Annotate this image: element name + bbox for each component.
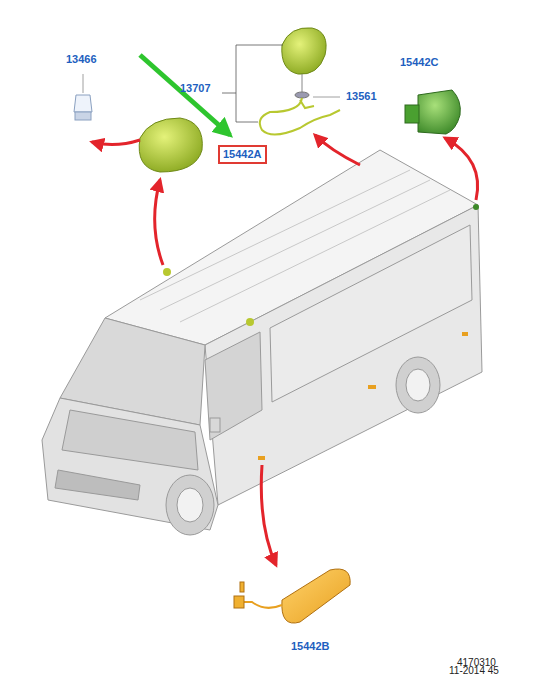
callout-number: 13561 xyxy=(346,90,377,103)
callout-number: 15442B xyxy=(291,640,330,653)
callout-number: 13707 xyxy=(180,82,211,95)
bracket xyxy=(222,45,283,122)
roof-lamp-lens xyxy=(139,118,202,172)
highlight-box: 15442A xyxy=(218,145,267,164)
marker-lamp xyxy=(405,90,460,134)
bulb xyxy=(74,74,92,120)
callout-number: 15442C xyxy=(400,56,439,69)
callout-number: 15442A xyxy=(223,148,262,161)
callout-number: 13466 xyxy=(66,53,97,66)
reference-number: 11-2014 45 xyxy=(449,664,499,677)
wire-harness xyxy=(260,98,340,135)
side-marker xyxy=(234,569,350,623)
roof-lamp xyxy=(282,28,326,74)
